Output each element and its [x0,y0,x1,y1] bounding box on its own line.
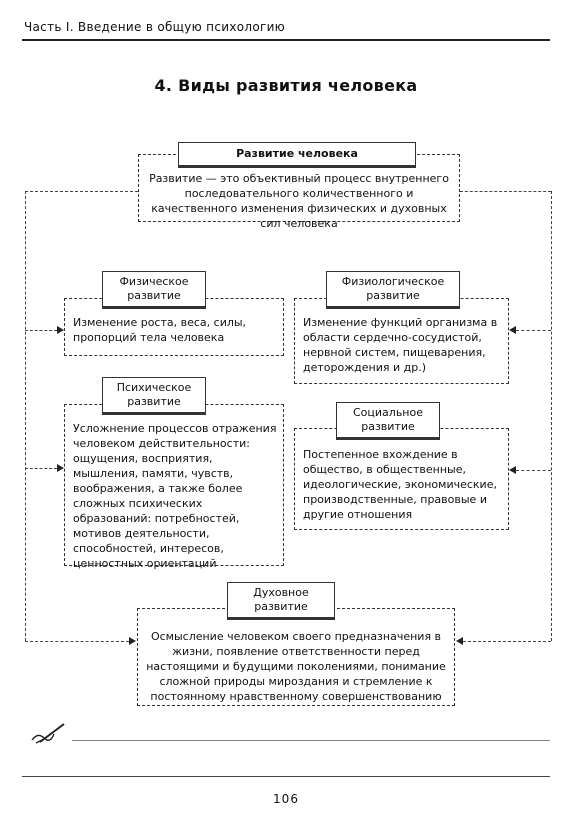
physical-text: Изменение роста, веса, силы, пропорций т… [73,316,247,344]
notes-line [72,740,550,741]
root-label-underline [178,166,416,168]
social-label-underline [336,438,440,440]
physical-box: Изменение роста, веса, силы, пропорций т… [64,298,284,356]
page-number: 106 [273,792,299,806]
physical-label: Физическое развитие [102,271,206,309]
physical-label-underline [102,307,206,309]
root-label: Развитие человека [178,142,416,168]
physiological-box: Изменение функций организма в области се… [294,298,509,384]
arrow-to-spiritual-left [129,637,136,645]
connector-to-physiological [516,330,551,331]
spiritual-label-underline [227,618,335,620]
connector-to-spiritual-left [25,641,129,642]
physiological-label-underline [326,307,460,309]
footer-rule [22,776,550,777]
connector-left-top [25,191,138,192]
connector-left-vertical [25,191,26,641]
arrow-to-social [509,466,516,474]
page-title: 4. Виды развития человека [154,76,418,95]
spiritual-box: Осмысление человеком своего предназначен… [137,608,455,706]
spiritual-text: Осмысление человеком своего предназначен… [146,630,446,703]
root-text: Развитие — это объективный процесс внутр… [149,172,449,230]
spiritual-label-text: Духовное развитие [253,586,309,613]
arrow-to-spiritual-right [456,637,463,645]
psychic-text: Усложнение процессов отражения человеком… [73,422,277,570]
social-label: Социальное развитие [336,402,440,440]
arrow-to-psychic [57,464,64,472]
arrow-to-physical [57,326,64,334]
arrow-to-physiological [509,326,516,334]
social-label-text: Социальное развитие [353,406,423,433]
running-header: Часть I. Введение в общую психологию [24,20,286,34]
social-text: Постепенное вхождение в общество, в обще… [303,448,497,521]
physical-label-text: Физическое развитие [119,275,189,302]
pen-icon [28,722,68,744]
psychic-box: Усложнение процессов отражения человеком… [64,404,284,570]
connector-to-physical [25,330,57,331]
connector-right-top [460,191,551,192]
connector-to-social [516,470,551,471]
physiological-text: Изменение функций организма в области се… [303,316,498,374]
header-rule [22,39,550,41]
physiological-label-text: Физиологическое развитие [341,275,445,302]
psychic-label: Психическое развитие [102,377,206,415]
connector-right-vertical [551,191,552,641]
social-box: Постепенное вхождение в общество, в обще… [294,428,509,530]
psychic-label-text: Психическое развитие [116,381,192,408]
connector-to-psychic [25,468,57,469]
physiological-label: Физиологическое развитие [326,271,460,309]
root-label-text: Развитие человека [236,147,358,160]
connector-to-spiritual-right [463,641,551,642]
spiritual-label: Духовное развитие [227,582,335,620]
psychic-label-underline [102,413,206,415]
